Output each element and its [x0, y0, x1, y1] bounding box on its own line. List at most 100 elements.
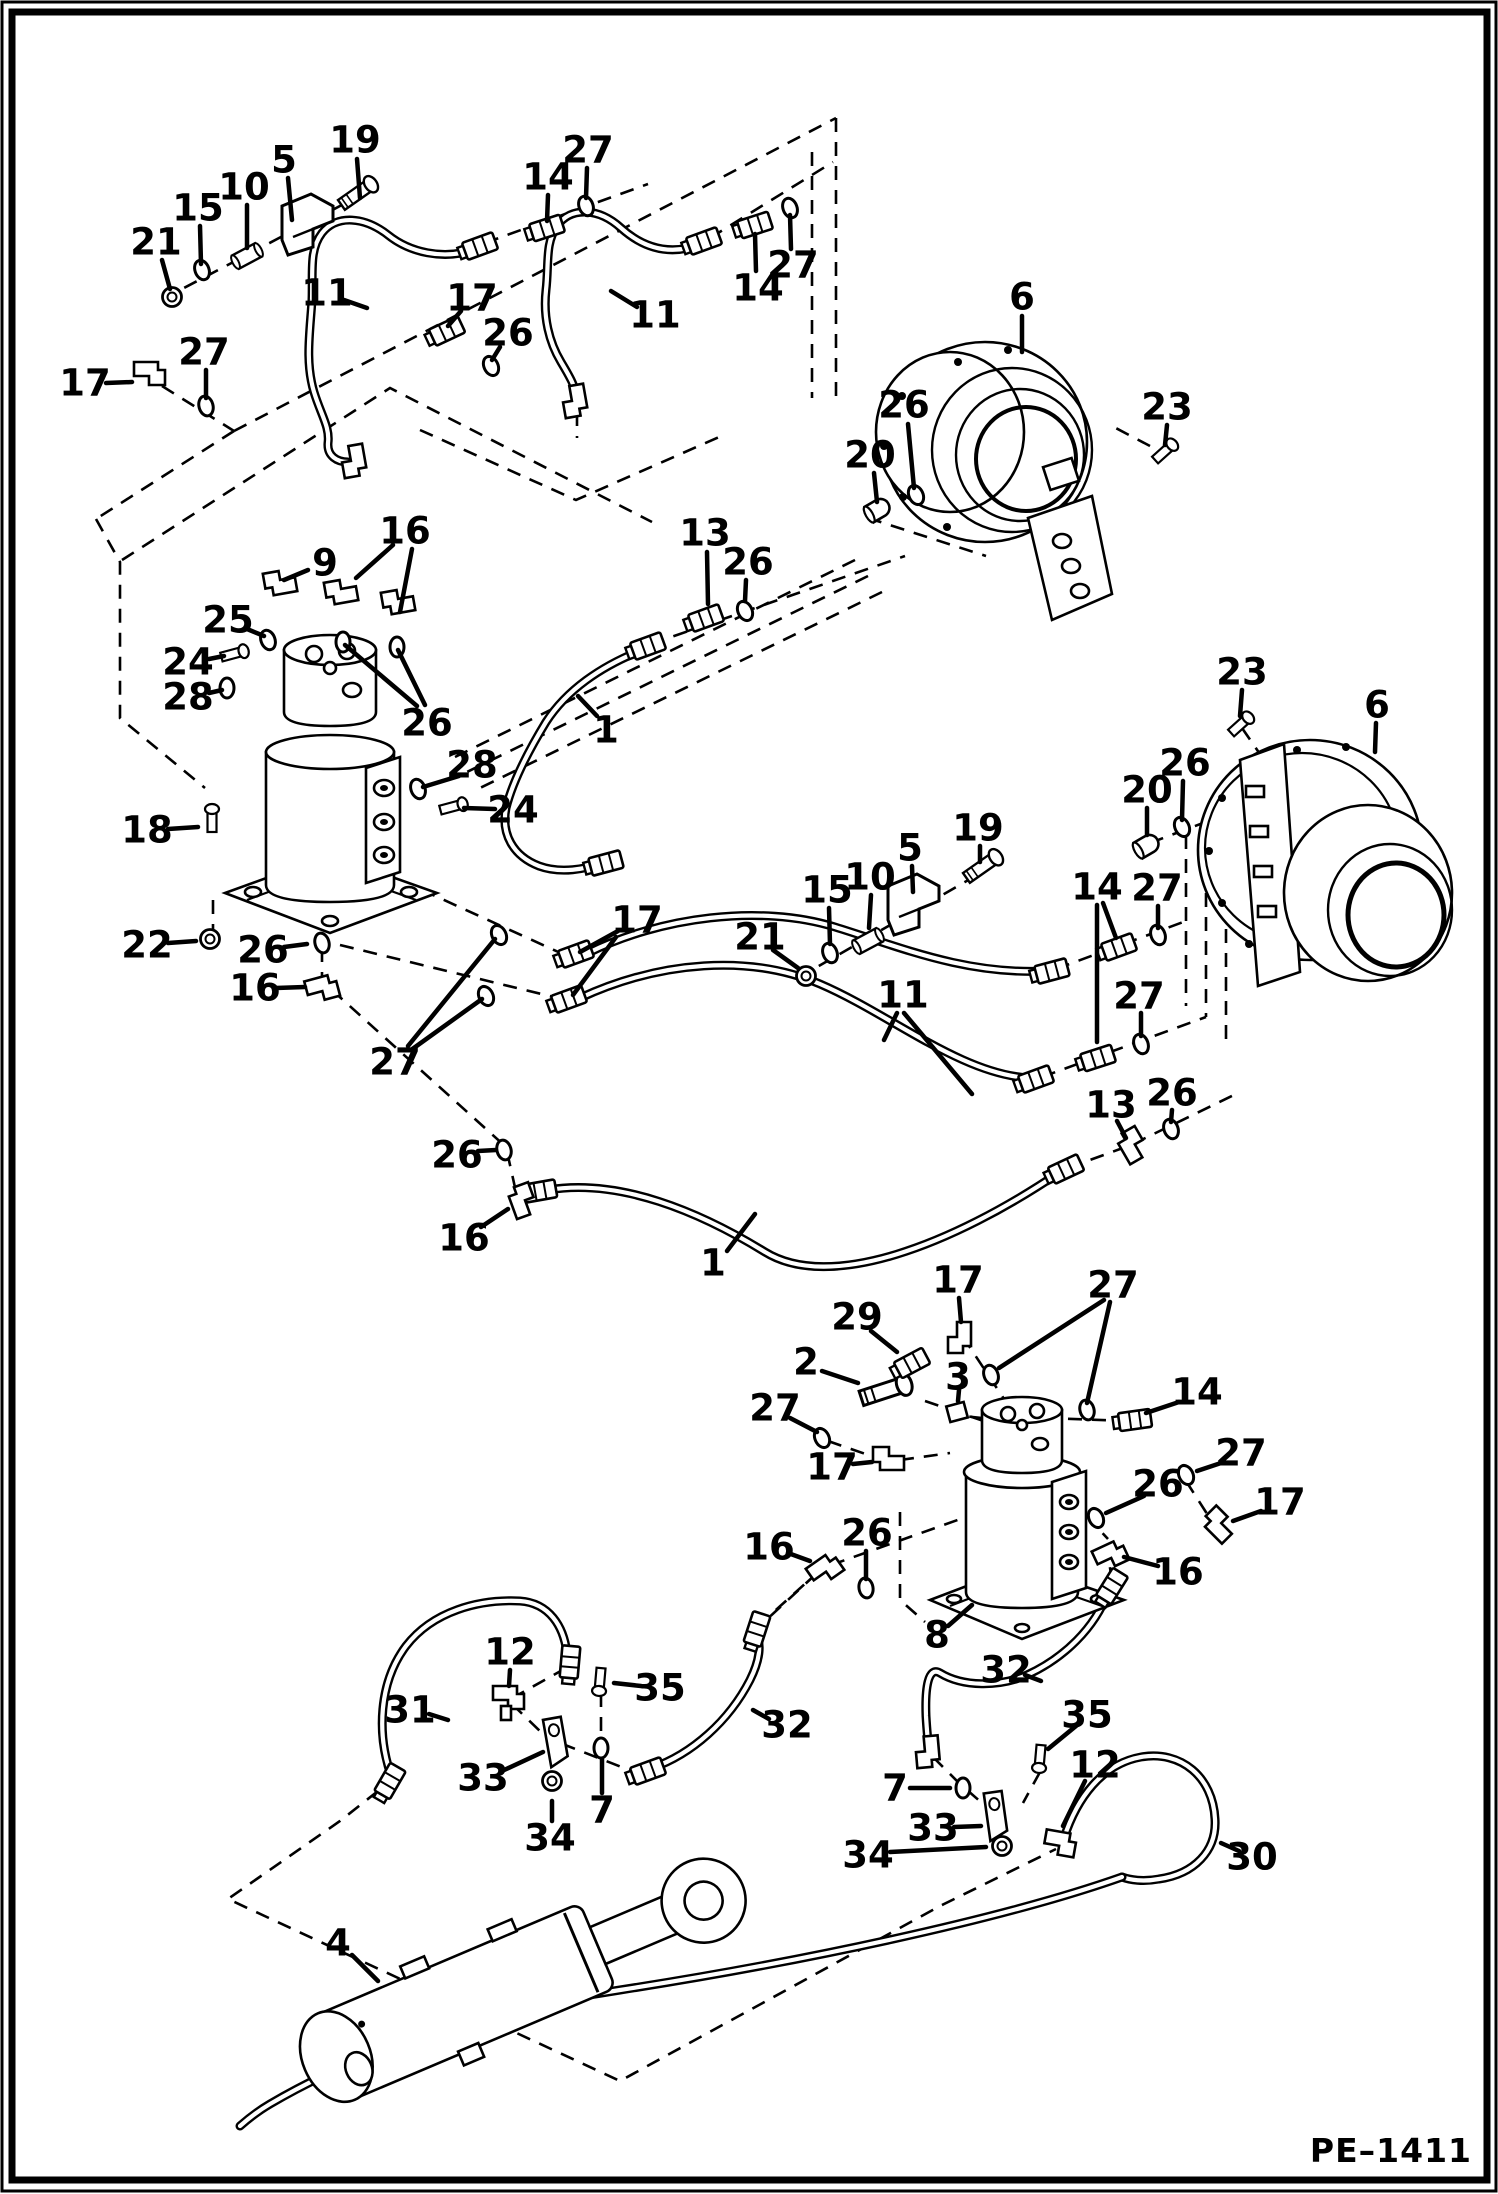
callout-6: 6	[1009, 276, 1035, 319]
callout-27: 27	[1087, 1264, 1139, 1307]
tee-12-stub	[499, 1704, 513, 1722]
travel-motor-lower	[1196, 738, 1454, 988]
callout-24: 24	[162, 641, 214, 684]
callout-26: 26	[1159, 742, 1211, 785]
leader-line-35	[1045, 1723, 1079, 1752]
leader-line-27	[405, 936, 498, 1049]
callout-8: 8	[924, 1614, 950, 1657]
hose-end-fitting	[581, 848, 626, 879]
leader-line-14	[752, 231, 759, 274]
leader-line-24	[206, 653, 227, 662]
leader-line-17	[103, 379, 135, 386]
hose-32-left-core	[649, 1631, 762, 1771]
hose-11-left	[304, 215, 485, 467]
leader-line-16	[353, 542, 396, 581]
leader-line-33	[951, 1823, 984, 1830]
leader-line-34	[887, 1844, 989, 1855]
callout-26: 26	[878, 384, 930, 427]
callout-27: 27	[562, 129, 614, 172]
callout-17: 17	[446, 277, 498, 320]
callout-33: 33	[907, 1807, 959, 1850]
callout-27: 27	[1131, 867, 1183, 910]
callout-25: 25	[202, 599, 254, 642]
leader-line-26	[395, 647, 428, 708]
leader-line-23	[1237, 687, 1245, 719]
leader-line-24	[461, 805, 498, 812]
hose-end-fitting	[622, 1755, 668, 1789]
hose-end-fitting	[678, 225, 724, 259]
leader-line-11	[608, 288, 640, 310]
leader-line-32	[750, 1707, 772, 1722]
leader-line-23	[1162, 422, 1170, 448]
hose-end-fitting	[557, 1643, 582, 1687]
swivel-joint-lower	[926, 1395, 1128, 1641]
callout-10: 10	[844, 856, 896, 899]
leader-line-35	[611, 1680, 644, 1689]
elbow-16	[302, 972, 342, 1005]
leader-lines-layer	[103, 156, 1379, 1984]
callout-4: 4	[325, 1922, 351, 1965]
fitting-14	[1072, 1043, 1118, 1075]
callout-26: 26	[1146, 1072, 1198, 1115]
leader-line-17	[1230, 1508, 1264, 1524]
leader-line-14	[544, 192, 551, 224]
callout-22: 22	[121, 924, 173, 967]
leader-line-26	[281, 941, 310, 950]
leader-line-20	[871, 470, 880, 505]
callout-28: 28	[162, 676, 214, 719]
leader-line-10	[866, 892, 874, 931]
callout-5: 5	[271, 139, 297, 182]
bolt-35	[590, 1666, 610, 1698]
callout-15: 15	[172, 187, 224, 230]
hose-end-fitting	[1027, 956, 1072, 987]
callout-11: 11	[877, 974, 929, 1017]
leader-line-21	[159, 257, 173, 292]
callout-26: 26	[722, 541, 774, 584]
leader-line-27	[583, 165, 590, 201]
leader-line-30	[1218, 1840, 1242, 1854]
leader-line-17	[570, 934, 619, 998]
leader-line-11	[901, 1010, 975, 1097]
callout-26: 26	[431, 1134, 483, 1177]
swivel-joint-left	[221, 633, 441, 935]
leader-line-27	[787, 212, 794, 252]
callout-26: 26	[237, 929, 289, 972]
callout-21: 21	[734, 916, 786, 959]
callout-24: 24	[487, 789, 539, 832]
hose-end-fitting	[1010, 1063, 1056, 1097]
callout-1: 1	[593, 709, 619, 752]
callout-26: 26	[1132, 1463, 1184, 1506]
hose-30-loop-core	[1061, 1753, 1218, 1883]
callout-6: 6	[1364, 684, 1390, 727]
leader-line-19	[354, 156, 363, 201]
callout-19: 19	[952, 807, 1004, 850]
bolt-19	[960, 845, 1008, 887]
callout-35: 35	[634, 1667, 686, 1710]
callout-11: 11	[301, 272, 353, 315]
bracket-33	[541, 1715, 571, 1769]
callout-32: 32	[980, 1649, 1032, 1692]
fitting-14	[729, 210, 775, 242]
leader-line-9	[281, 567, 311, 583]
washer-7	[954, 1776, 972, 1800]
callout-18: 18	[121, 809, 173, 852]
leader-line-32	[1022, 1672, 1044, 1684]
hose-11-middle-a-core	[585, 913, 1049, 974]
callout-16: 16	[379, 510, 431, 553]
bolt-24	[218, 641, 252, 665]
leader-line-31	[426, 1711, 451, 1723]
callout-7: 7	[589, 1789, 615, 1832]
callout-16: 16	[229, 967, 281, 1010]
elbow-13	[1113, 1124, 1152, 1166]
callout-27: 27	[369, 1041, 421, 1084]
leader-line-16	[1121, 1554, 1161, 1569]
leader-line-13	[704, 549, 711, 607]
leader-line-27	[1084, 1299, 1113, 1406]
callout-27: 27	[767, 244, 819, 287]
hose-1-lower-core	[545, 1169, 1063, 1269]
callout-2: 2	[793, 1341, 819, 1384]
hose-end-fitting	[740, 1609, 772, 1655]
